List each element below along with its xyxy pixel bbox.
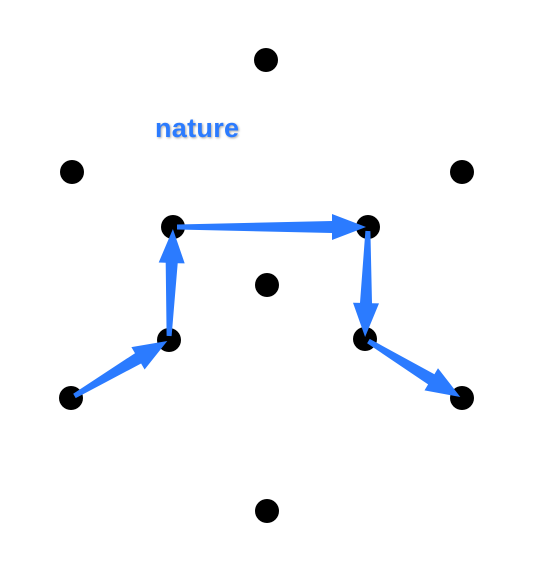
dot-inner-top-right[interactable] [356,215,380,239]
dot-upper-left[interactable] [60,160,84,184]
path-arrow-4 [353,230,379,337]
dot-top[interactable] [254,48,278,72]
path-arrows [73,214,461,399]
path-arrow-5 [367,338,461,397]
dots-layer [59,48,474,523]
dot-lower-left[interactable] [59,386,83,410]
word-label: nature [155,113,240,143]
path-arrow-3 [177,214,366,240]
dot-upper-right[interactable] [450,160,474,184]
path-arrow-1 [73,341,168,399]
path-arrow-2 [158,229,185,337]
dot-center[interactable] [255,273,279,297]
dot-bottom[interactable] [255,499,279,523]
dot-inner-top-left[interactable] [161,215,185,239]
